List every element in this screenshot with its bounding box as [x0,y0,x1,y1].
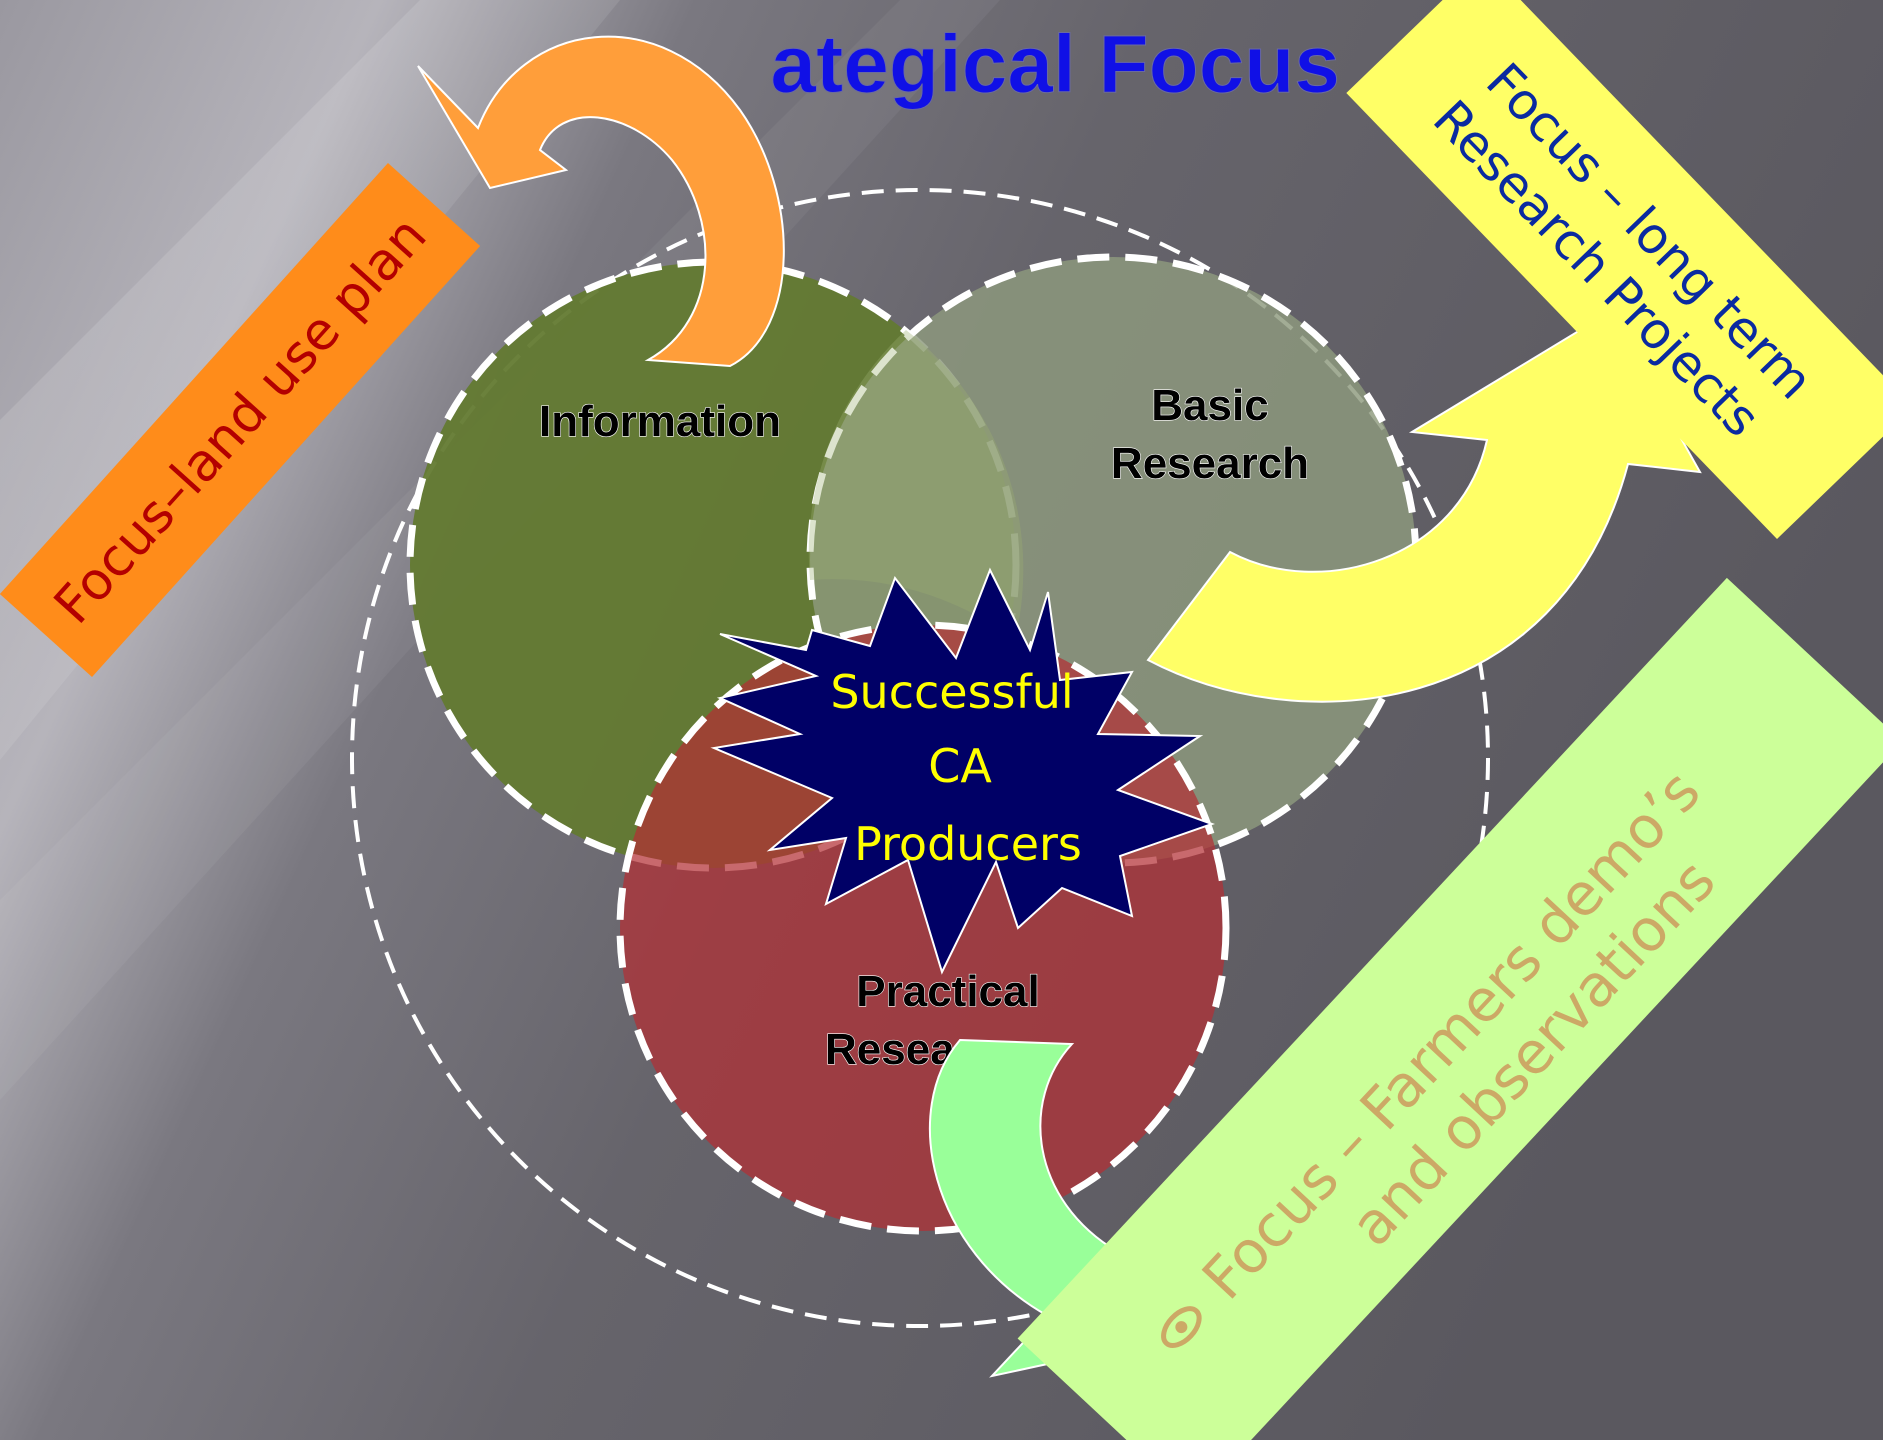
practical-research-label-line2: Resea [825,1025,955,1074]
eye-bullet-icon [1161,1306,1202,1348]
land-use-banner-box [0,163,481,677]
outer-dashed-circle [350,188,1490,1328]
information-label: Information [539,397,781,446]
circle-overlap-highlight [808,330,1024,640]
farmers-demo-banner-box [1017,577,1883,1440]
long-term-banner-box [1346,0,1883,539]
yellow-up-arrow [1146,310,1702,703]
basic-research-label: Basic [1151,381,1268,430]
practical-research-label: Practical [856,967,1039,1016]
orange-cycle-arrow [417,35,785,368]
slide-title: ategical Focus [770,19,1340,110]
center-star [710,567,1215,975]
center-text-line1: Successful [830,665,1073,719]
basic-research-label-line2: Research [1111,439,1309,488]
center-text-line2: CA [928,739,992,793]
center-text-line3: Producers [854,817,1082,871]
